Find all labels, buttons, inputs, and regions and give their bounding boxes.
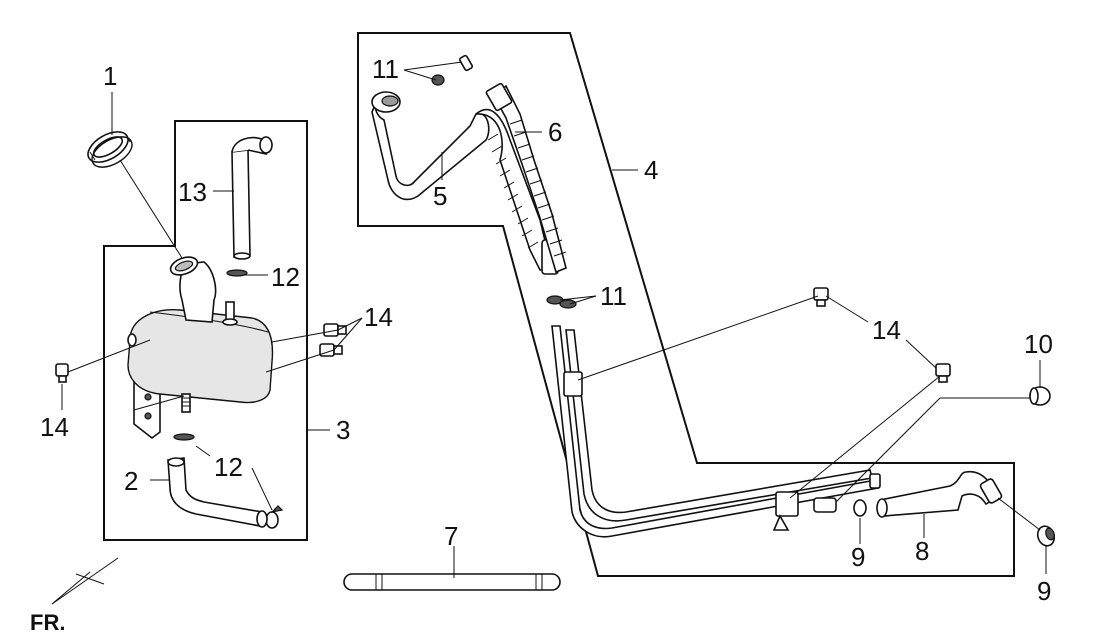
- callout-13: 13: [178, 177, 207, 207]
- drain-hose-2-part: [167, 457, 268, 528]
- callout-1: 1: [103, 61, 117, 91]
- vent-hose-13-part: [231, 136, 273, 260]
- front-label: FR.: [30, 610, 65, 635]
- callout-4: 4: [644, 155, 658, 185]
- callout-7: 7: [444, 521, 458, 551]
- callout-14-left: 14: [40, 412, 69, 442]
- front-direction-arrow-icon: [51, 557, 119, 605]
- clamp-ring-part: [87, 131, 133, 168]
- breather-hose-6-part: [485, 82, 567, 274]
- callout-11-top: 11: [372, 54, 399, 84]
- callout-5: 5: [433, 181, 447, 211]
- callout-12-top: 12: [271, 262, 300, 292]
- callout-14-right: 14: [872, 315, 901, 345]
- callout-6: 6: [548, 117, 562, 147]
- callout-2: 2: [124, 466, 138, 496]
- callout-12-bottom: 12: [214, 452, 243, 482]
- callout-11-bottom: 11: [600, 281, 627, 311]
- leader-lines: [61, 61, 1047, 578]
- callout-3: 3: [336, 415, 350, 445]
- canister-tank-part: [127, 256, 274, 440]
- clamp-9-10-part: [853, 386, 1056, 547]
- clip-12-part: [173, 269, 284, 529]
- callout-9-right: 9: [1037, 576, 1051, 606]
- group-3-frame: [103, 120, 308, 541]
- callout-14-center: 14: [364, 302, 393, 332]
- hose-8-part: [876, 470, 1003, 518]
- pipe-assembly-4-part: [551, 325, 881, 538]
- tube-7-part: [343, 573, 561, 591]
- callout-9-center: 9: [851, 542, 865, 572]
- callout-10: 10: [1024, 329, 1053, 359]
- fitting-11-part: [431, 54, 577, 309]
- callout-8: 8: [915, 536, 929, 566]
- group-4-frame: [357, 32, 1015, 577]
